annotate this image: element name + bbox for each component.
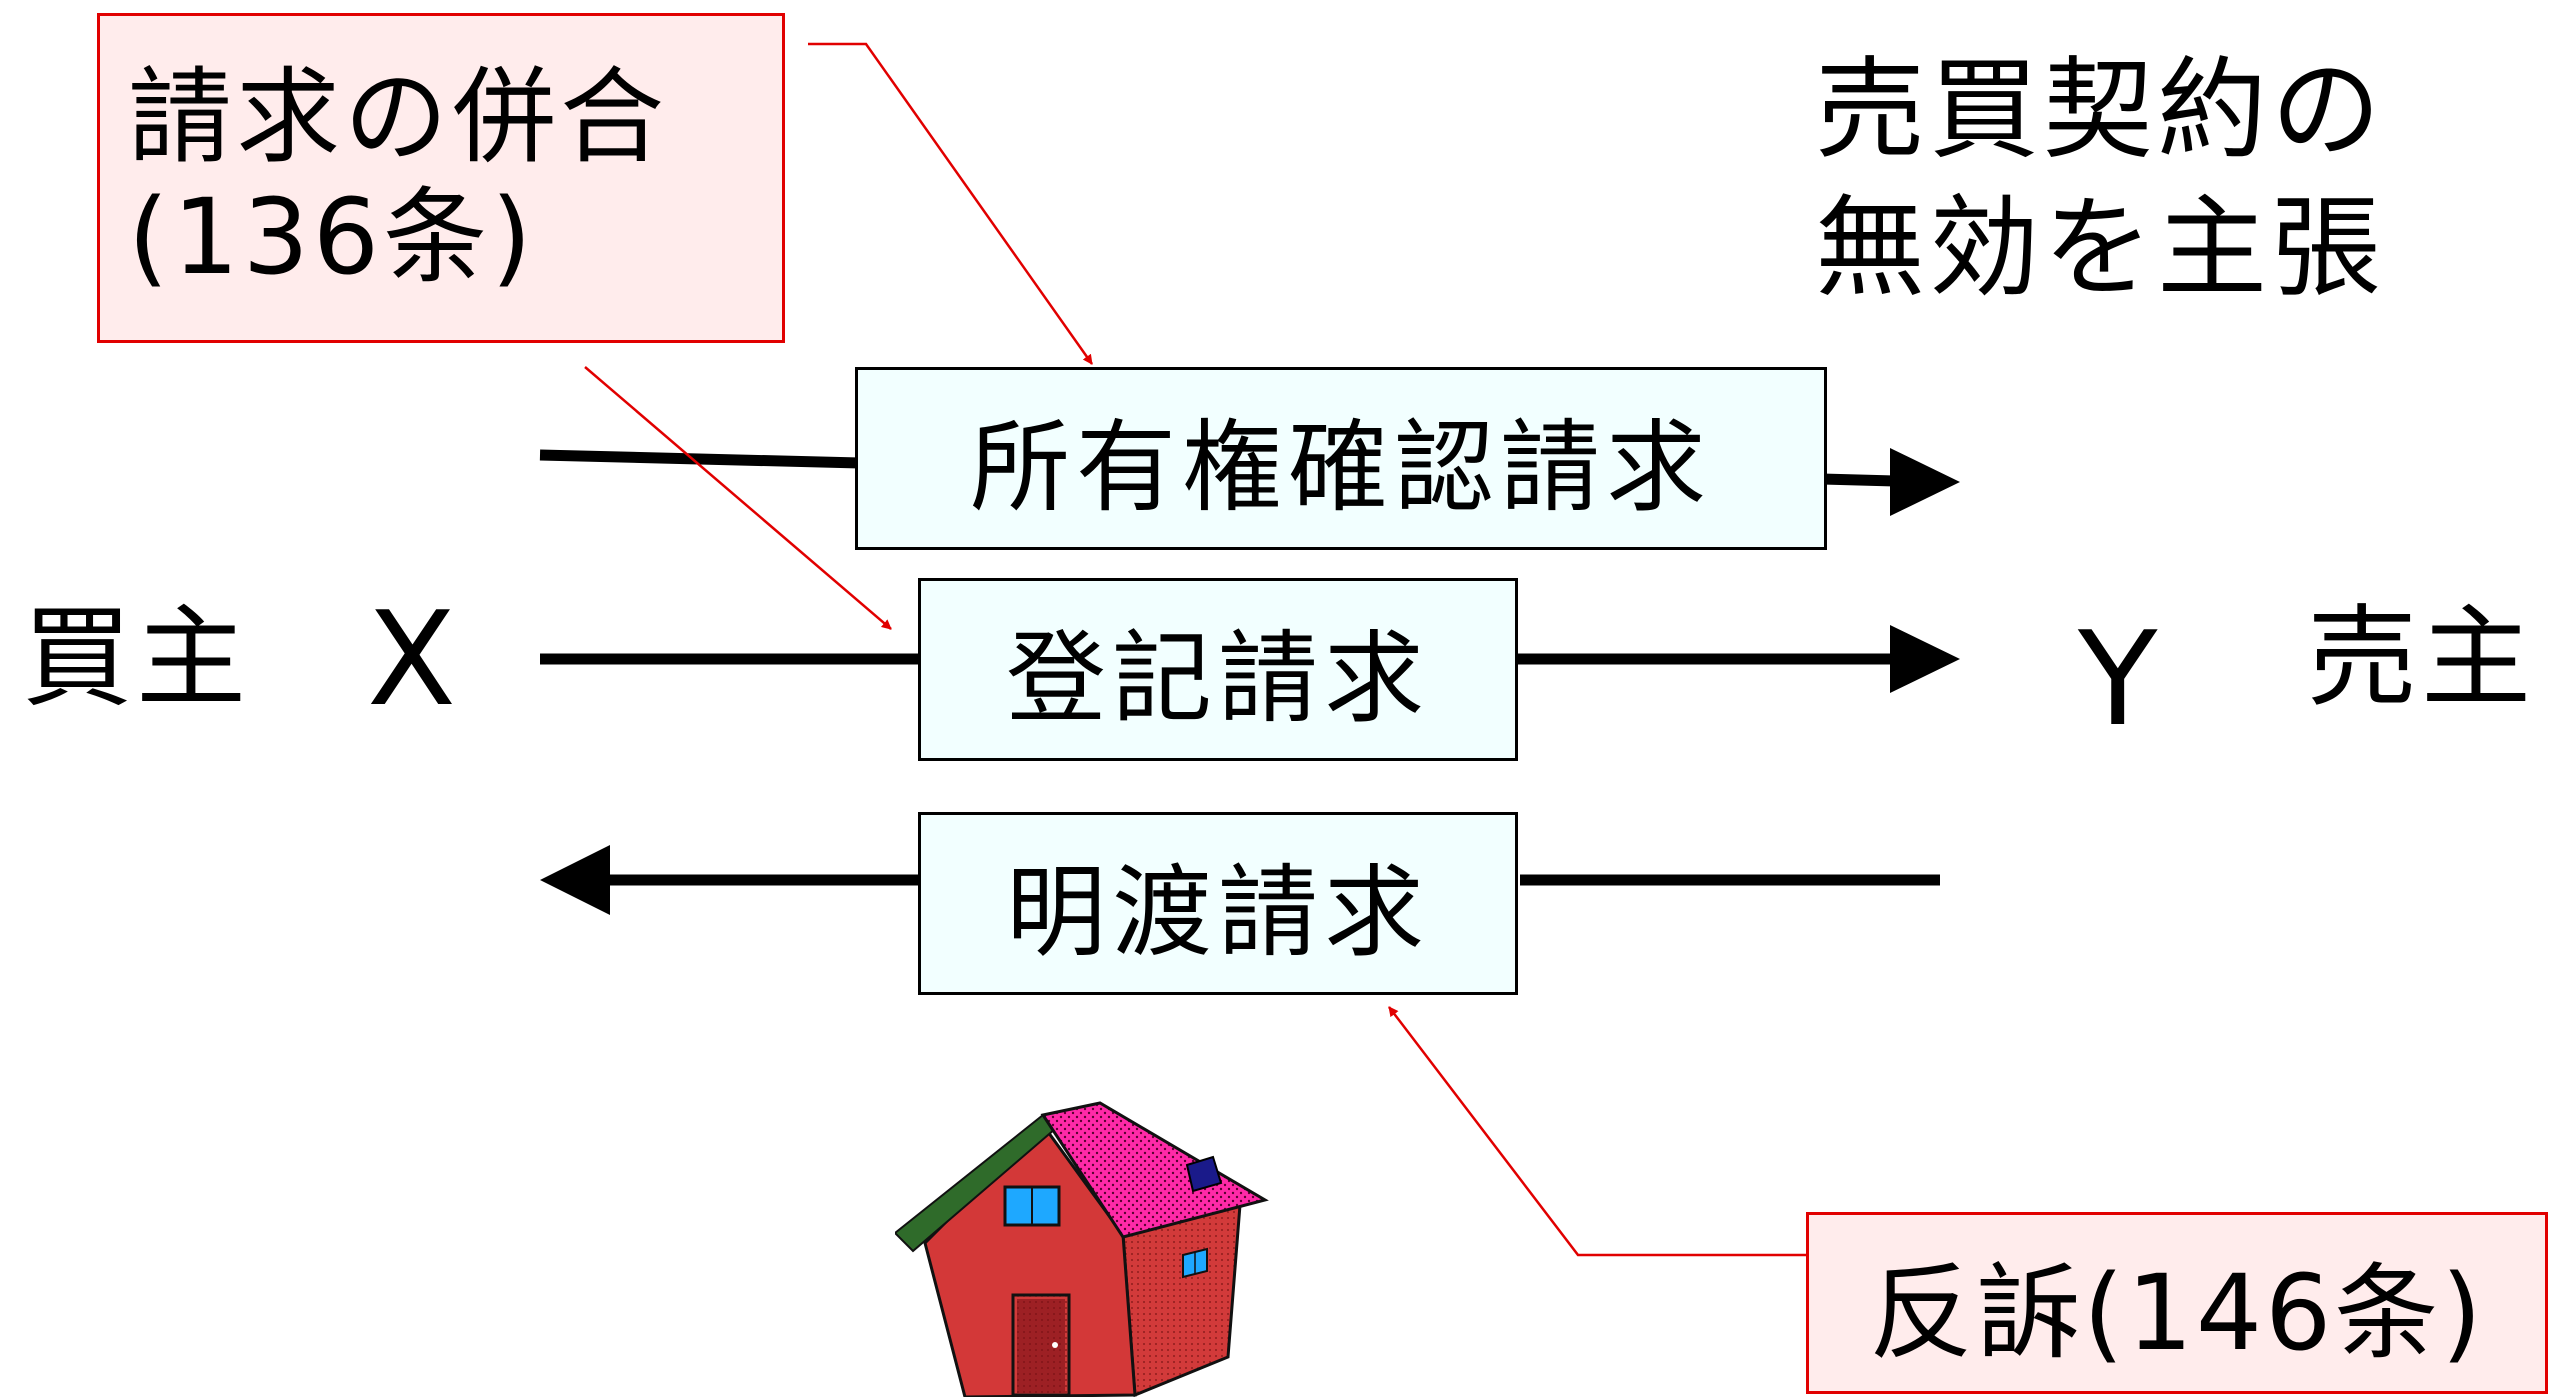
ownership-arrow [539,448,1960,516]
joinder-note: 請求の併合 (136条) [97,13,785,343]
registration-claim-box: 登記請求 [918,578,1518,761]
counterclaim-leader [1388,1006,1806,1257]
seller-claim-line1: 売買契約の [1815,46,2385,174]
party-y-label: Y [2078,603,2162,755]
joinder-leader-to-ownership [808,42,1094,365]
delivery-claim-box: 明渡請求 [918,812,1518,995]
ownership-claim-label: 所有権確認請求 [970,409,1712,526]
seller-label: 売主 [2307,594,2535,722]
seller-claim-line2: 無効を主張 [1815,183,2385,312]
registration-claim-label: 登記請求 [1006,620,1430,737]
ownership-claim-box: 所有権確認請求 [855,367,1827,550]
house-icon [895,1101,1269,1397]
delivery-claim-label: 明渡請求 [1006,854,1430,971]
joinder-leader-to-registration [584,366,892,630]
seller-claim-text: 売買契約の 無効を主張 [1815,42,2385,317]
delivery-arrow [540,845,1940,915]
registration-arrow [540,625,1960,693]
counterclaim-note: 反訴(146条) [1806,1212,2548,1394]
joinder-note-line2: (136条) [128,176,536,298]
counterclaim-label: 反訴(146条) [1869,1251,2485,1374]
party-x-label: X [367,583,461,735]
joinder-note-line1: 請求の併合 [128,56,669,179]
buyer-label: 買主 [22,594,250,722]
